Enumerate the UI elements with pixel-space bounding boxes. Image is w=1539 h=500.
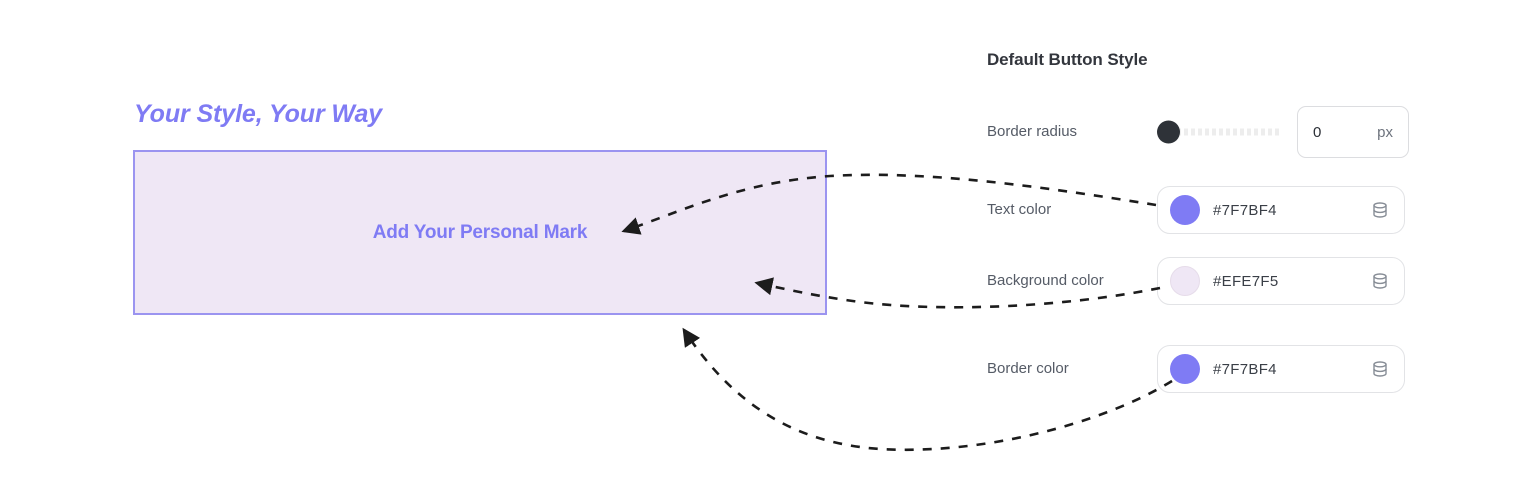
border-radius-slider[interactable] <box>1157 120 1282 144</box>
border-radius-label: Border radius <box>987 122 1078 140</box>
border-color-label: Border color <box>987 359 1069 377</box>
database-icon[interactable] <box>1370 271 1390 291</box>
style-controls-panel: Default Button Style Border radius 0 px … <box>987 50 1427 416</box>
border-color-row: Border color #7F7BF4 <box>987 345 1427 393</box>
slider-track[interactable] <box>1177 128 1282 136</box>
border-color-value: #7F7BF4 <box>1213 360 1277 378</box>
text-color-row: Text color #7F7BF4 <box>987 186 1427 234</box>
preview-box[interactable]: Add Your Personal Mark <box>133 150 827 315</box>
background-color-swatch[interactable] <box>1170 266 1200 296</box>
border-radius-unit: px <box>1377 123 1393 141</box>
border-radius-value: 0 <box>1313 123 1322 141</box>
database-icon[interactable] <box>1370 200 1390 220</box>
background-color-field[interactable]: #EFE7F5 <box>1157 257 1405 305</box>
database-icon[interactable] <box>1370 359 1390 379</box>
background-color-label: Background color <box>987 272 1104 290</box>
preview-button-label: Add Your Personal Mark <box>372 221 588 243</box>
background-color-value: #EFE7F5 <box>1213 272 1279 290</box>
text-color-swatch[interactable] <box>1170 195 1200 225</box>
border-radius-input[interactable]: 0 px <box>1297 106 1409 158</box>
background-color-row: Background color #EFE7F5 <box>987 257 1427 305</box>
text-color-value: #7F7BF4 <box>1213 201 1277 219</box>
border-radius-row: Border radius 0 px <box>987 106 1427 158</box>
slider-thumb[interactable] <box>1157 120 1180 144</box>
section-title: Default Button Style <box>987 50 1148 69</box>
page-title: Your Style, Your Way <box>134 100 383 128</box>
text-color-field[interactable]: #7F7BF4 <box>1157 186 1405 234</box>
border-color-swatch[interactable] <box>1170 354 1200 384</box>
text-color-label: Text color <box>987 200 1052 218</box>
border-color-field[interactable]: #7F7BF4 <box>1157 345 1405 393</box>
preview-panel: Your Style, Your Way Add Your Personal M… <box>133 100 827 315</box>
